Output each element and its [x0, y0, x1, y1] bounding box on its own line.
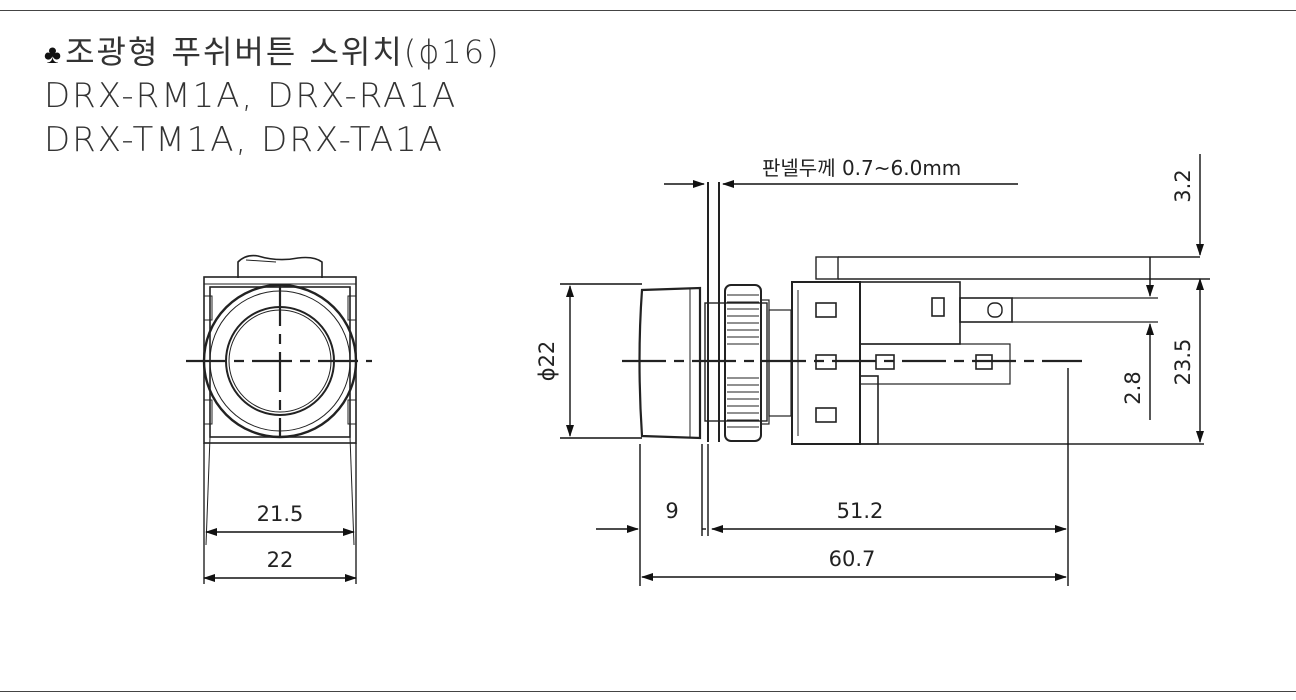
dim-label-2-8: 2.8 [1121, 371, 1145, 404]
dim-label-22: 22 [267, 548, 294, 572]
side-terminal-slot-3 [815, 407, 837, 423]
dim-label-21-5: 21.5 [257, 502, 304, 526]
side-view [622, 182, 1210, 445]
dim-label-panel-thickness: 판넬두께 0.7~6.0mm [762, 156, 961, 180]
side-terminal-block-1 [859, 281, 961, 345]
nut-knurling [727, 294, 759, 428]
side-terminal-slot-1 [815, 302, 837, 318]
dim-label-3-2: 3.2 [1171, 169, 1195, 202]
dim-label-23-5: 23.5 [1171, 339, 1195, 386]
bottom-border-line [0, 691, 1296, 692]
top-border-line [0, 10, 1296, 11]
club-icon: ♣ [44, 40, 64, 70]
title-model-line-2: DRX-TM1A, DRX-TA1A [44, 120, 444, 160]
side-head-cap [638, 286, 702, 440]
front-view [186, 254, 372, 584]
front-right-latch [347, 295, 356, 321]
title-product-name: ♣조광형 푸쉬버튼 스위치(ϕ16) [44, 27, 501, 73]
dim-label-51-2: 51.2 [837, 499, 884, 523]
title-model-line-1: DRX-RM1A, DRX-RA1A [44, 76, 458, 116]
side-lamp-terminal [959, 297, 1013, 323]
front-left-latch [204, 295, 213, 321]
front-dimensions [203, 528, 357, 582]
dim-label-phi22: ϕ22 [535, 341, 559, 382]
dim-label-9: 9 [665, 499, 678, 523]
side-knurled-nut [724, 284, 762, 442]
front-top-tab [237, 254, 323, 278]
side-dimensions [560, 154, 1204, 586]
dim-label-60-7: 60.7 [829, 547, 876, 571]
title-product-name-text: 조광형 푸쉬버튼 스위치(ϕ16) [65, 33, 501, 71]
side-main-body [791, 281, 861, 445]
